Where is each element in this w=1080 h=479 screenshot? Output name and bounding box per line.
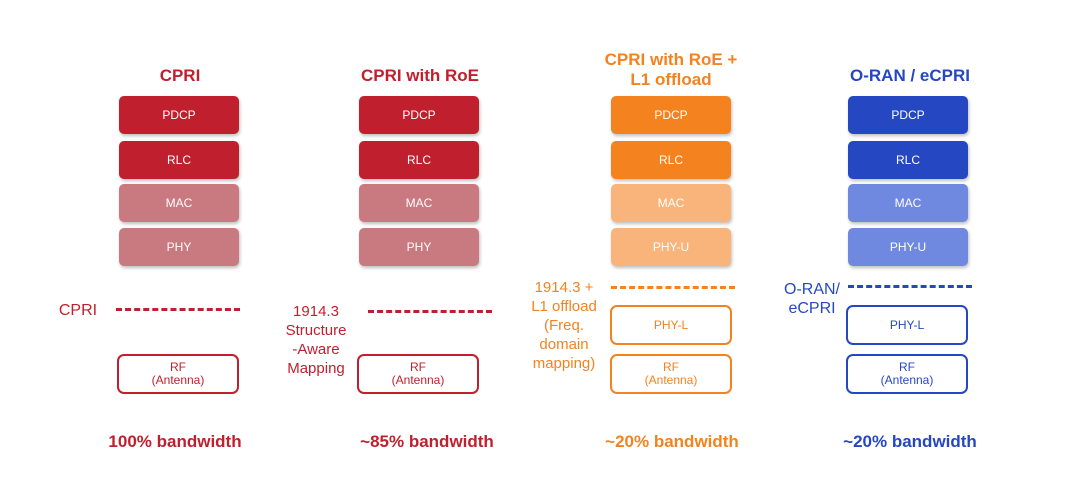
phy-l-box: PHY-L — [846, 305, 968, 345]
split-label-line: (Freq. — [543, 317, 584, 334]
column-title-oran: O-RAN / eCPRI — [850, 66, 970, 85]
split-label-cpri: CPRI — [58, 302, 98, 319]
rf-antenna-box: RF(Antenna) — [117, 354, 239, 394]
layer-pdcp: PDCP — [611, 96, 731, 134]
rf-antenna-box: RF(Antenna) — [610, 354, 732, 394]
bandwidth-label: ~20% bandwidth — [843, 432, 977, 451]
split-label-1914-3: 1914.3 Structure -Aware Mapping — [276, 302, 356, 378]
phy-l-box: PHY-L — [610, 305, 732, 345]
bandwidth-label: 100% bandwidth — [108, 432, 242, 451]
layer-mac: MAC — [119, 184, 239, 222]
layer-phy-u: PHY-U — [848, 228, 968, 266]
layer-rlc: RLC — [848, 141, 968, 179]
split-line-roe — [368, 310, 492, 313]
rf-label: RF — [898, 360, 915, 374]
rf-label: RF — [409, 360, 426, 374]
split-label-line: 1914.3 — [293, 303, 339, 320]
layer-pdcp: PDCP — [119, 96, 239, 134]
bandwidth-label: ~20% bandwidth — [605, 432, 739, 451]
split-label-line: L1 offload — [531, 298, 597, 315]
layer-phy: PHY — [119, 228, 239, 266]
split-label-line: -Aware — [292, 341, 340, 358]
layer-mac: MAC — [611, 184, 731, 222]
split-label-line: domain — [539, 336, 589, 353]
rf-sub: (Antenna) — [391, 373, 445, 387]
split-label-line: Mapping — [287, 360, 345, 377]
column-title-cpri: CPRI — [159, 66, 201, 85]
layer-mac: MAC — [359, 184, 479, 222]
split-label-line: O-RAN/ — [784, 281, 840, 298]
column-title-cpri-roe: CPRI with RoE — [360, 66, 480, 85]
layer-rlc: RLC — [119, 141, 239, 179]
layer-phy-u: PHY-U — [611, 228, 731, 266]
split-line-oran — [848, 285, 972, 288]
layer-pdcp: PDCP — [848, 96, 968, 134]
split-line-l1 — [611, 286, 735, 289]
split-label-l1-offload: 1914.3 + L1 offload (Freq. domain mappin… — [518, 278, 610, 373]
split-label-line: eCPRI — [788, 300, 836, 317]
column-title-cpri-roe-l1: CPRI with RoE + L1 offload — [580, 50, 762, 90]
split-line-cpri — [116, 308, 240, 311]
layer-rlc: RLC — [359, 141, 479, 179]
bandwidth-label: ~85% bandwidth — [360, 432, 494, 451]
rf-sub: (Antenna) — [151, 373, 205, 387]
split-label-line: Structure — [285, 322, 347, 339]
rf-sub: (Antenna) — [880, 373, 934, 387]
rf-antenna-box: RF(Antenna) — [846, 354, 968, 394]
title-line: CPRI with RoE + — [604, 50, 738, 69]
rf-antenna-box: RF(Antenna) — [357, 354, 479, 394]
layer-rlc: RLC — [611, 141, 731, 179]
split-label-line: 1914.3 + — [534, 279, 594, 296]
layer-pdcp: PDCP — [359, 96, 479, 134]
split-label-line: mapping) — [532, 355, 596, 372]
rf-label: RF — [169, 360, 186, 374]
layer-mac: MAC — [848, 184, 968, 222]
split-label-oran: O-RAN/ eCPRI — [772, 280, 852, 318]
rf-sub: (Antenna) — [644, 373, 698, 387]
layer-phy: PHY — [359, 228, 479, 266]
title-line: L1 offload — [630, 70, 712, 89]
rf-label: RF — [662, 360, 679, 374]
